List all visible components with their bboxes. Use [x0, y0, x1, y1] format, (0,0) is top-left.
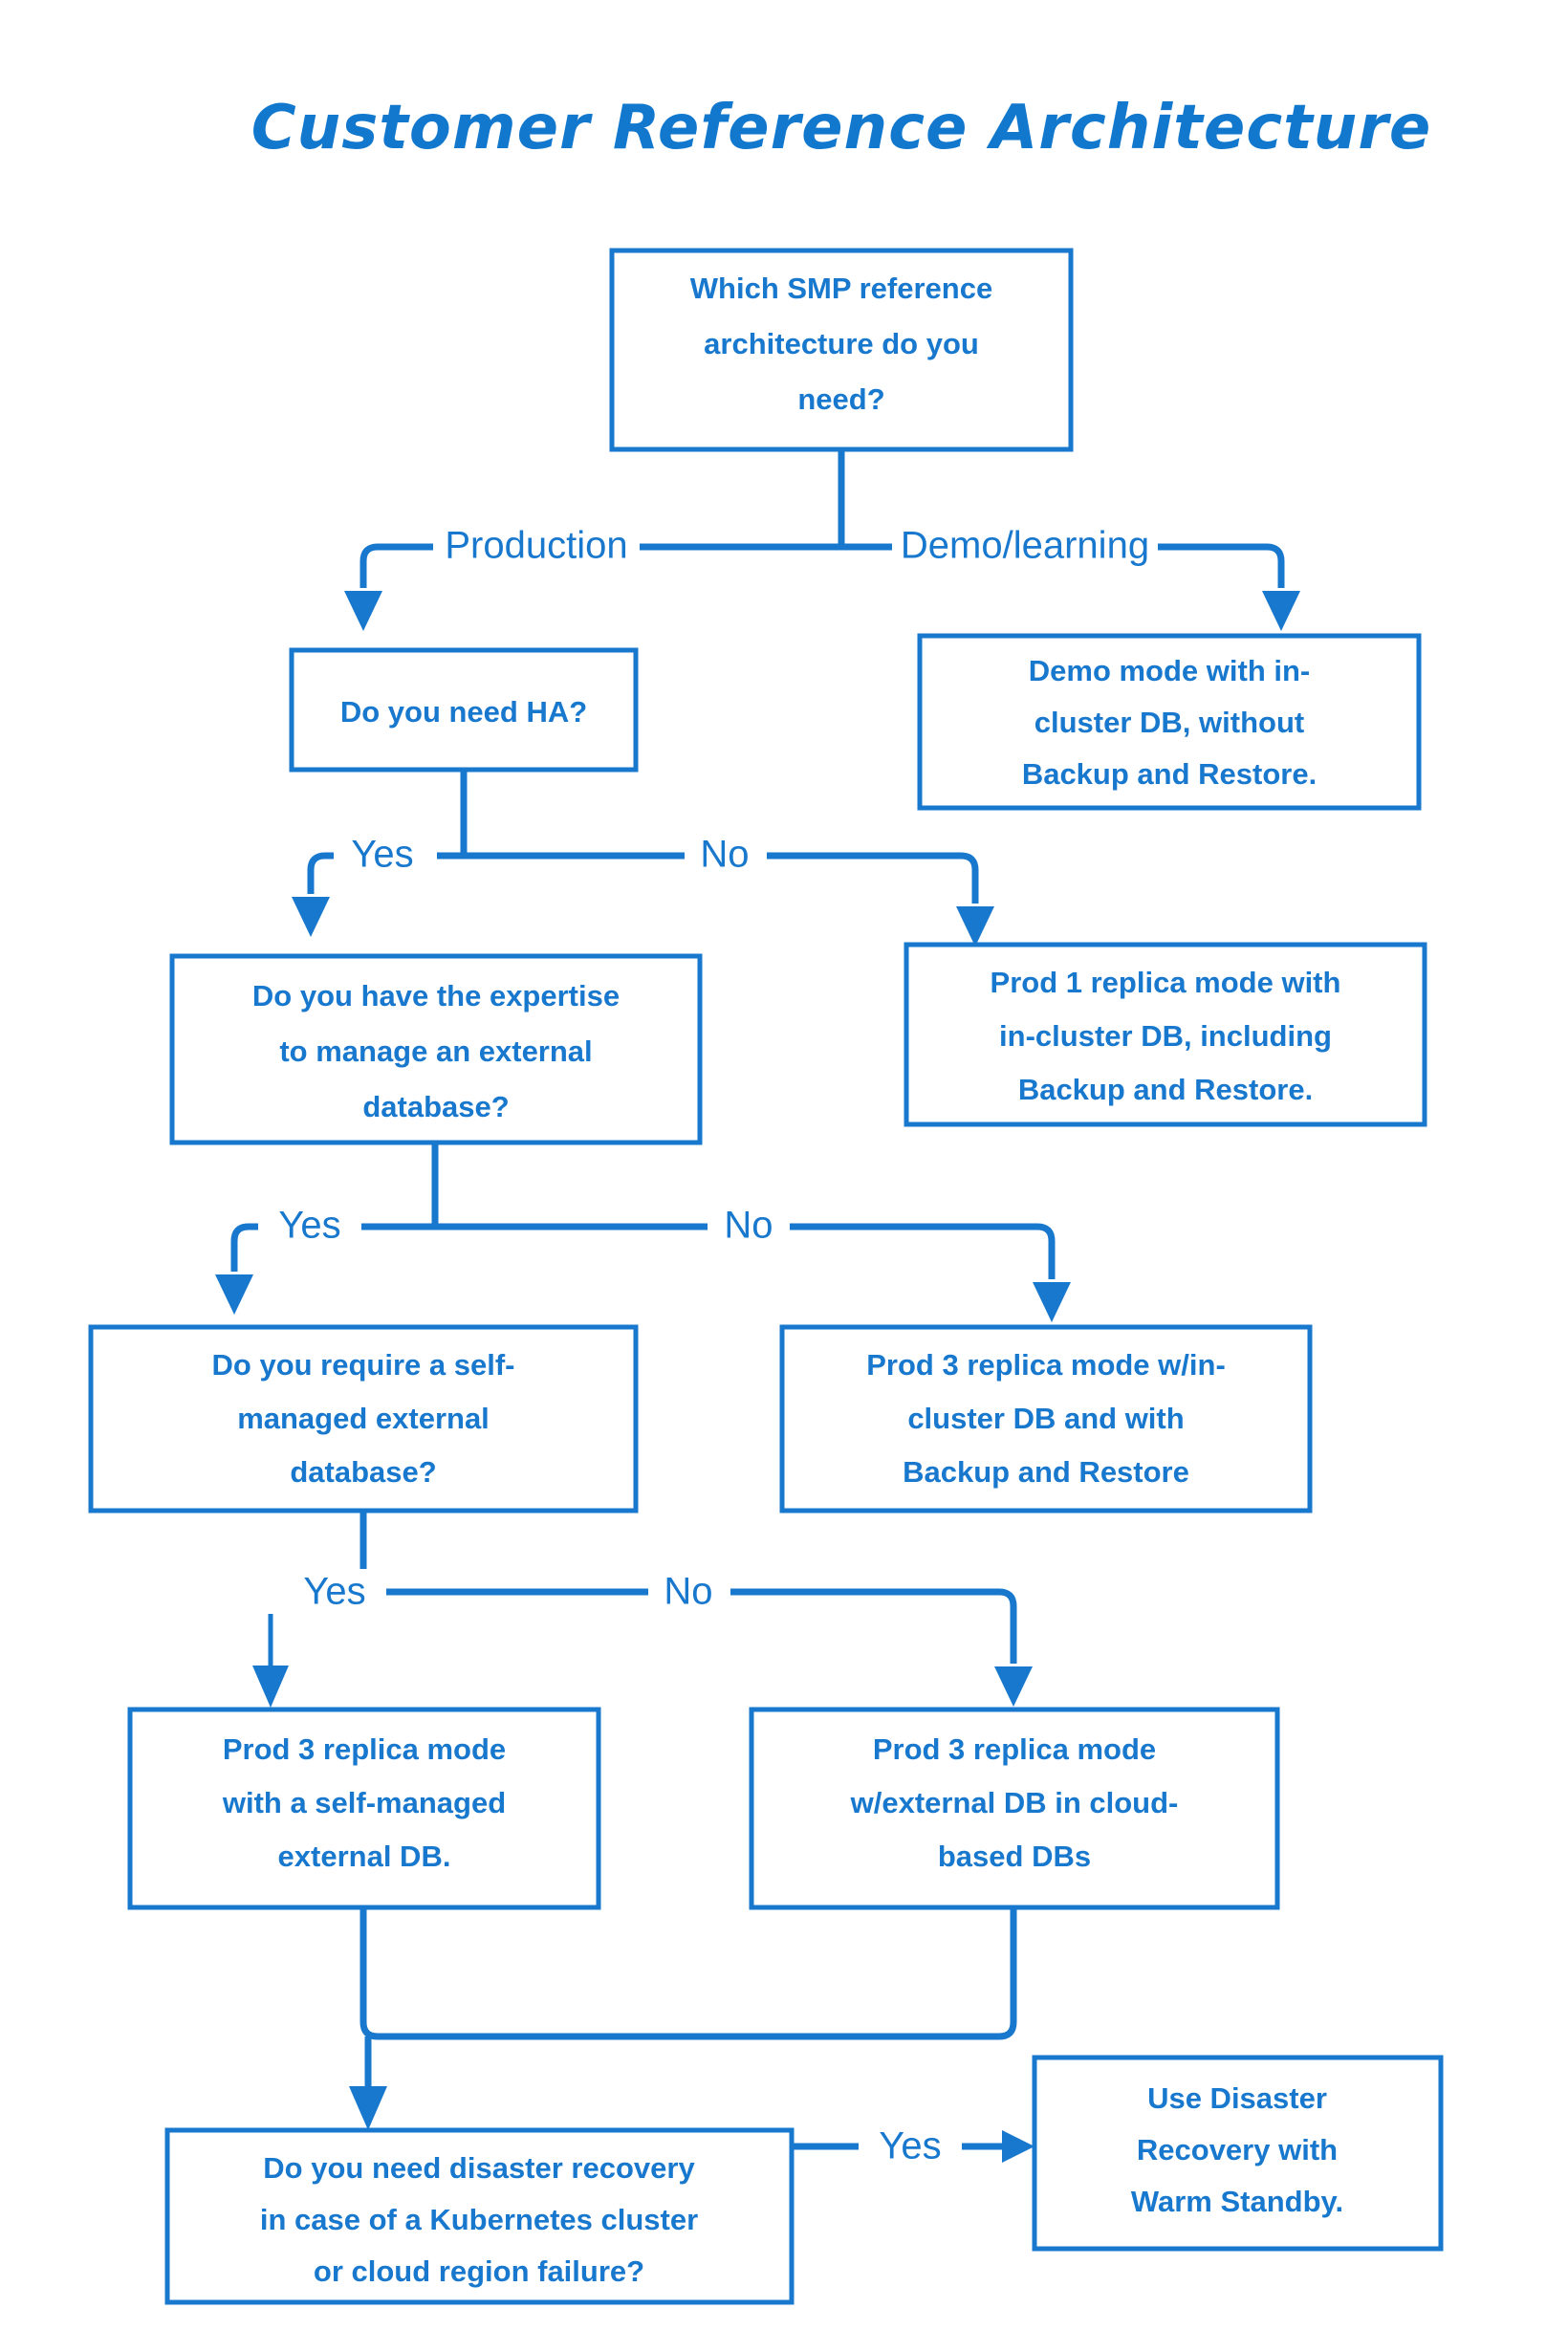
node-line: database? [290, 1455, 436, 1489]
node-do-you-have-expertise[interactable]: Do you have the expertise to manage an e… [169, 953, 703, 1145]
node-line: Prod 3 replica mode [223, 1732, 506, 1766]
node-line: need? [797, 382, 884, 416]
node-line: database? [362, 1090, 509, 1123]
label-mask-selfmanaged-no [648, 1569, 730, 1615]
node-line: Recovery with [1137, 2133, 1338, 2167]
node-line: Use Disaster [1147, 2081, 1327, 2115]
label-mask-production [433, 524, 640, 570]
page-title: Customer Reference Architecture [251, 93, 1432, 163]
node-prod-3-replica-cloud[interactable]: Prod 3 replica mode w/external DB in clo… [749, 1707, 1280, 1910]
label-mask-expertise-no [708, 1204, 790, 1250]
node-prod-1-replica[interactable]: Prod 1 replica mode with in-cluster DB, … [904, 942, 1427, 1127]
node-which-smp-reference[interactable]: Which SMP reference architecture do you … [609, 248, 1074, 452]
label-mask-ha-no [685, 833, 767, 879]
edge-label-demo-learning: Demo/learning [901, 525, 1149, 567]
edge-label-production: Production [445, 525, 627, 567]
node-line: in case of a Kubernetes cluster [260, 2203, 698, 2236]
edge-label-disaster-yes: Yes [879, 2125, 941, 2167]
node-line: cluster DB and with [907, 1402, 1184, 1435]
arrowhead-ha-yes [292, 897, 330, 937]
edge-label-selfmanaged-no: No [664, 1571, 712, 1613]
node-use-disaster-recovery-warm-standby[interactable]: Use Disaster Recovery with Warm Standby. [1032, 2055, 1444, 2252]
node-prod-3-replica-self-managed[interactable]: Prod 3 replica mode with a self-managed … [127, 1707, 601, 1910]
node-line: Which SMP reference [690, 272, 992, 305]
node-line: Backup and Restore. [1018, 1073, 1313, 1106]
node-line: or cloud region failure? [314, 2254, 644, 2288]
node-line: to manage an external [279, 1034, 592, 1068]
node-demo-mode[interactable]: Demo mode with in- cluster DB, without B… [917, 633, 1422, 811]
label-mask-selfmanaged-yes [283, 1569, 386, 1615]
edge-merge-to-disaster [359, 1907, 1017, 2089]
node-line: cluster DB, without [1034, 706, 1304, 739]
node-line: Backup and Restore [903, 1455, 1189, 1489]
edge-label-expertise-no: No [724, 1205, 773, 1247]
edge-ha-split [307, 770, 979, 904]
node-line: Prod 3 replica mode w/in- [866, 1348, 1226, 1382]
edge-label-ha-no: No [700, 834, 749, 876]
edge-label-selfmanaged-yes: Yes [303, 1571, 365, 1613]
arrowhead-disaster-yes [1002, 2130, 1034, 2163]
node-line: architecture do you [704, 327, 979, 360]
arrowhead-production [344, 591, 382, 631]
node-prod-3-replica-in-cluster[interactable]: Prod 3 replica mode w/in- cluster DB and… [779, 1324, 1313, 1513]
label-mask-ha-yes [334, 833, 437, 879]
node-line: with a self-managed [222, 1786, 506, 1819]
node-line: based DBs [938, 1840, 1091, 1873]
node-line: Do you require a self- [212, 1348, 515, 1382]
node-line: w/external DB in cloud- [850, 1786, 1179, 1819]
arrowhead-selfmanaged-yes [252, 1666, 289, 1708]
node-line: in-cluster DB, including [999, 1019, 1332, 1053]
node-line: Do you have the expertise [252, 979, 620, 1013]
node-line: Warm Standby. [1131, 2185, 1343, 2218]
node-line: Backup and Restore. [1022, 757, 1317, 791]
node-line: Demo mode with in- [1029, 654, 1311, 687]
arrowhead-disaster [349, 2086, 387, 2130]
node-line: managed external [237, 1402, 490, 1435]
label-mask-disaster-yes [859, 2122, 962, 2171]
arrowhead-expertise-yes [215, 1274, 253, 1315]
label-mask-expertise-yes [258, 1204, 361, 1250]
node-do-you-need-disaster-recovery[interactable]: Do you need disaster recovery in case of… [164, 2127, 795, 2305]
node-line: Do you need disaster recovery [263, 2151, 695, 2185]
arrowhead-ha-no [956, 906, 994, 947]
node-do-you-require-self-managed[interactable]: Do you require a self- managed external … [88, 1324, 639, 1513]
node-line: external DB. [278, 1840, 451, 1873]
arrowhead-selfmanaged-no [994, 1666, 1033, 1707]
edge-expertise-split [230, 1143, 1056, 1279]
edge-root-split [359, 449, 1285, 588]
node-line: Prod 3 replica mode [873, 1732, 1156, 1766]
arrowhead-demo-learning [1262, 591, 1300, 631]
label-mask-demo-learning [892, 524, 1158, 570]
node-line: Do you need HA? [340, 695, 587, 729]
edge-label-ha-yes: Yes [351, 834, 413, 876]
edge-label-expertise-yes: Yes [278, 1205, 340, 1247]
node-do-you-need-ha[interactable]: Do you need HA? [289, 647, 639, 773]
node-line: Prod 1 replica mode with [991, 966, 1341, 999]
arrowhead-expertise-no [1033, 1282, 1071, 1322]
